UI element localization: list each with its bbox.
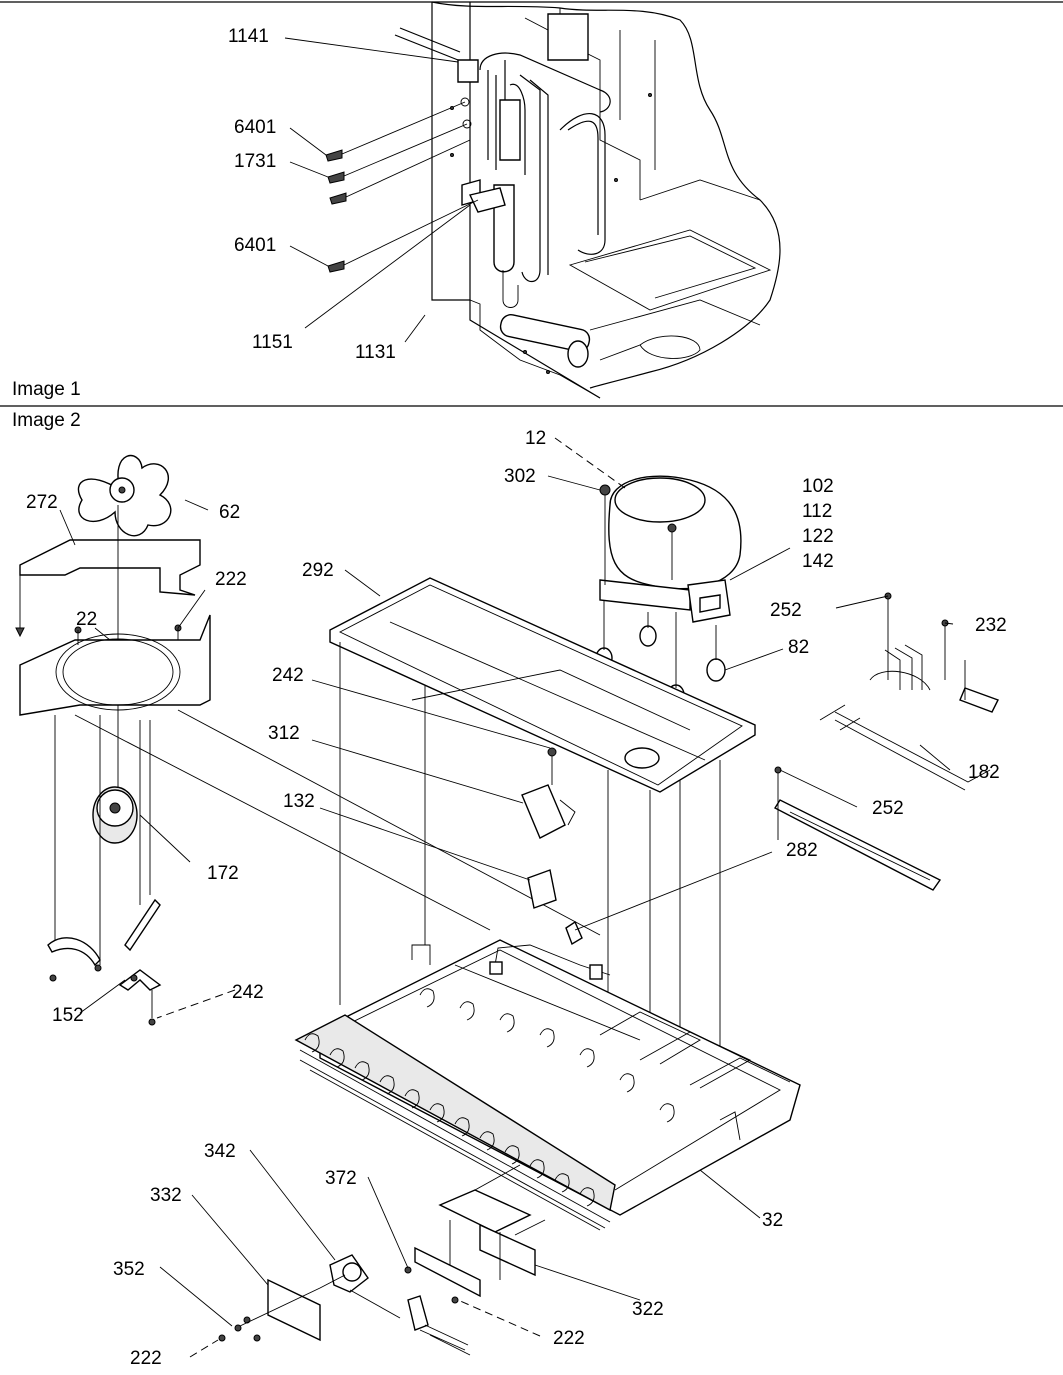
callout-352: 352 — [113, 1259, 145, 1280]
bracket-372 — [438, 1189, 532, 1233]
callout-6401-b: 6401 — [234, 235, 276, 256]
callout-252-b: 252 — [872, 798, 904, 819]
callout-252-a: 252 — [770, 600, 802, 621]
callout-132: 132 — [283, 791, 315, 812]
evaporator-coil-fins — [304, 988, 675, 1207]
torn-edge-outline — [431, 1, 781, 389]
callout-1731: 1731 — [234, 151, 276, 172]
screw-1731-b — [329, 192, 347, 205]
tube-clip — [457, 59, 479, 83]
fan-blade — [77, 454, 172, 537]
callout-102: 102 — [802, 476, 834, 497]
image1-panel: 1141 6401 1731 6401 1151 1131 Image 1 — [0, 1, 1063, 407]
callout-32: 32 — [762, 1210, 783, 1231]
callout-182: 182 — [968, 762, 1000, 783]
callout-282: 282 — [786, 840, 818, 861]
fan-motor — [92, 786, 138, 844]
screw-1731-a — [327, 171, 345, 184]
part-312 — [521, 784, 566, 839]
part-282 — [565, 920, 583, 946]
callout-302: 302 — [504, 466, 536, 487]
part-352 — [407, 1295, 429, 1331]
callout-6401-a: 6401 — [234, 117, 276, 138]
top-component — [547, 13, 589, 61]
callout-272: 272 — [26, 492, 58, 513]
screw-242-a — [547, 747, 557, 757]
motor-bracket-left — [47, 937, 101, 967]
callout-342: 342 — [204, 1141, 236, 1162]
callout-82: 82 — [788, 637, 809, 658]
screw-6401-a — [325, 149, 343, 162]
capillary-tubing — [479, 52, 611, 113]
callout-22: 22 — [76, 609, 97, 630]
callout-1131: 1131 — [355, 342, 396, 363]
bracket-322 — [479, 1223, 536, 1277]
callout-12: 12 — [525, 428, 546, 449]
tubing-loop — [559, 112, 606, 255]
drain-pan — [568, 229, 772, 311]
callout-322: 322 — [632, 1299, 664, 1320]
callout-222-c: 222 — [130, 1348, 162, 1369]
callout-372: 372 — [325, 1168, 357, 1189]
part-332 — [267, 1278, 321, 1342]
motor-bracket-right — [124, 898, 161, 952]
callout-172: 172 — [207, 863, 239, 884]
image2-panel: Image 2 — [12, 410, 1007, 1369]
callout-222-b: 222 — [553, 1328, 585, 1349]
callout-332: 332 — [150, 1185, 182, 1206]
callout-1141: 1141 — [228, 26, 269, 47]
callout-112: 112 — [802, 501, 832, 522]
fan-bracket — [19, 614, 211, 716]
fan-shroud — [19, 539, 201, 596]
callout-62: 62 — [219, 502, 240, 523]
bottom-condenser-tube — [499, 314, 591, 352]
callout-152: 152 — [52, 1005, 84, 1026]
compressor — [599, 475, 742, 611]
callout-232: 232 — [975, 615, 1007, 636]
condenser-tray — [329, 577, 756, 793]
callout-122: 122 — [802, 526, 834, 547]
screw-6401-b — [327, 260, 345, 273]
callout-242-a: 242 — [272, 665, 304, 686]
callout-142: 142 — [802, 551, 834, 572]
caption-image1: Image 1 — [12, 379, 81, 400]
callout-1151: 1151 — [252, 332, 293, 353]
part-132 — [527, 869, 557, 909]
caption-image2: Image 2 — [12, 410, 81, 431]
callout-312: 312 — [268, 723, 300, 744]
screw-302 — [599, 484, 611, 496]
evaporator-pan — [294, 939, 801, 1231]
callout-242-b: 242 — [232, 982, 264, 1003]
callout-222-a: 222 — [215, 569, 247, 590]
callout-292: 292 — [302, 560, 334, 581]
